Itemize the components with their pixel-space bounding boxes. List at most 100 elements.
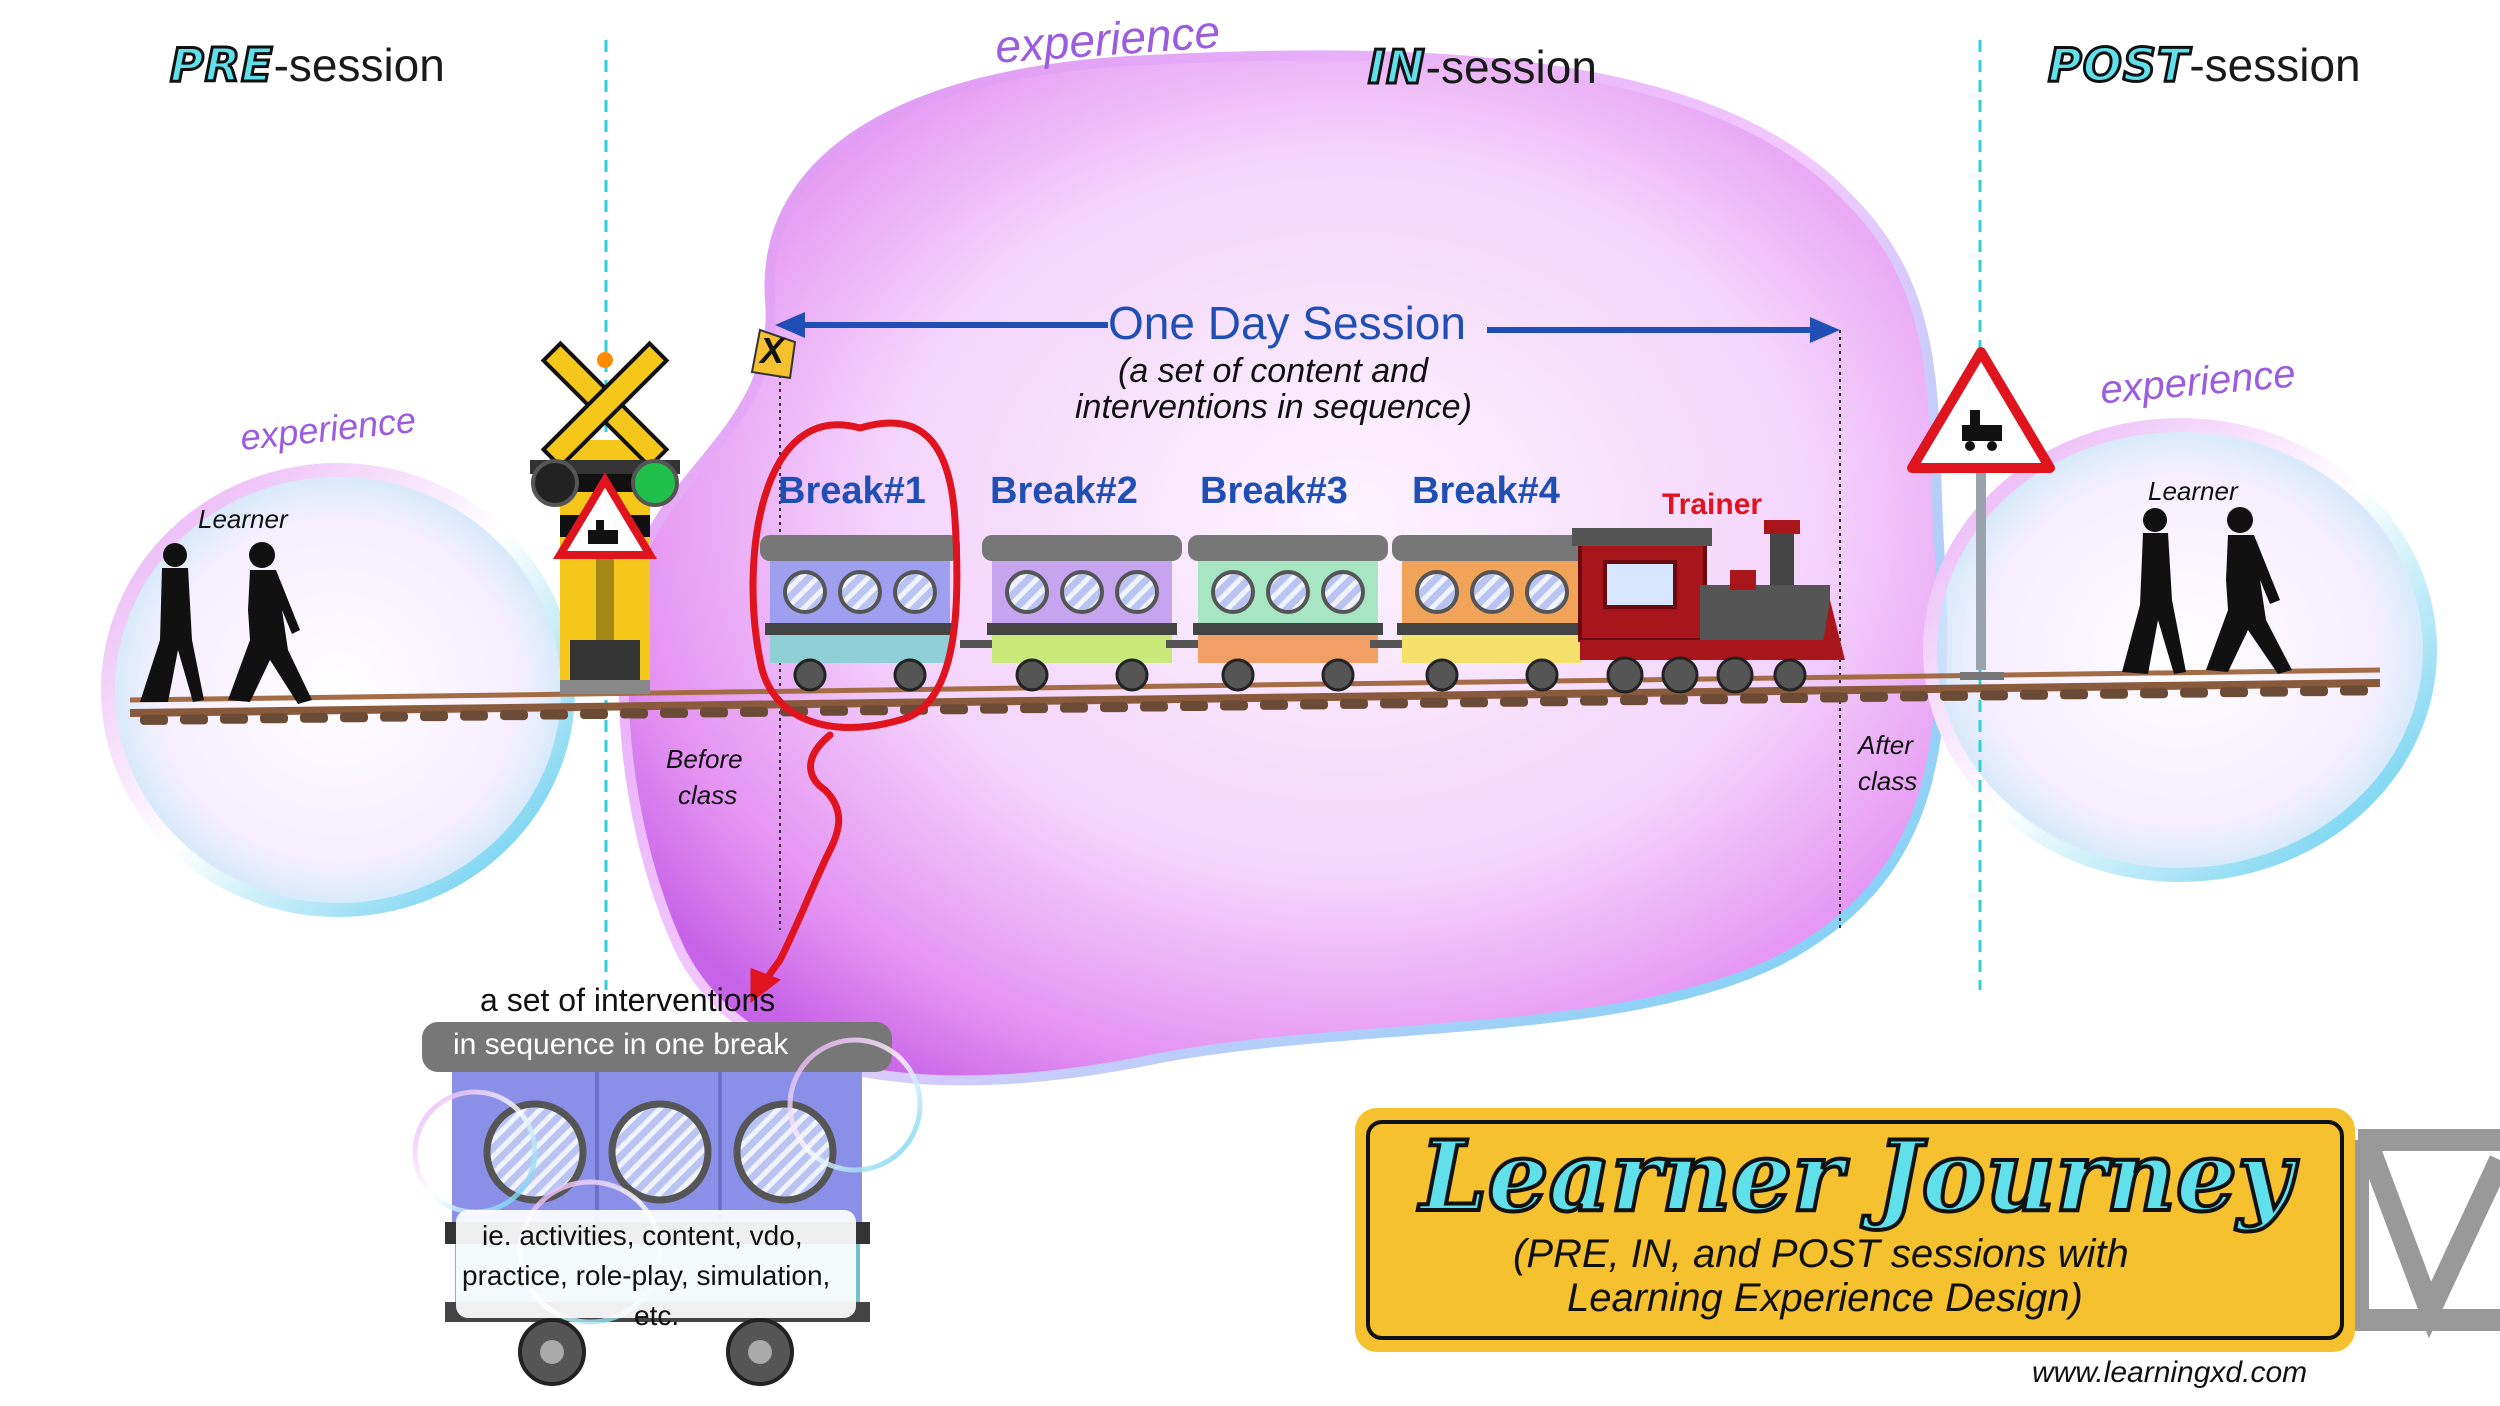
card-subtitle-line2: Learning Experience Design)	[1567, 1276, 2083, 1320]
track-sleeper	[940, 704, 968, 715]
in-rest: -session	[1425, 41, 1597, 93]
track-sleeper	[860, 705, 888, 716]
track-sleeper	[2140, 688, 2168, 699]
walking-people-icon	[140, 542, 312, 704]
session-start-marker	[750, 328, 797, 380]
card-subtitle-line1: (PRE, IN, and POST sessions with	[1513, 1232, 2129, 1276]
track-sleeper	[2340, 685, 2368, 696]
track-sleeper	[2100, 688, 2128, 699]
before-class-line1: Before	[666, 744, 743, 774]
detail-examples-line1: ie. activities, content, vdo,	[482, 1220, 803, 1251]
track-sleeper	[1740, 693, 1768, 704]
track-sleeper	[340, 712, 368, 723]
pre-emphasis: PRE	[169, 37, 275, 94]
post-session-title: POST-session	[2046, 37, 2361, 94]
track-sleeper	[1940, 690, 1968, 701]
track-sleeper	[2260, 686, 2288, 697]
track-sleeper	[140, 714, 168, 725]
track-sleeper	[980, 703, 1008, 714]
trainer-label: Trainer	[1662, 488, 1763, 521]
track-sleeper	[1420, 697, 1448, 708]
track-sleeper	[420, 711, 448, 722]
walking-people-icon	[2122, 507, 2292, 674]
track-sleeper	[220, 713, 248, 724]
in-emphasis: IN	[1367, 39, 1427, 96]
learner-label-pre: Learner	[198, 504, 288, 534]
track-sleeper	[1500, 696, 1528, 707]
track-sleeper	[2300, 686, 2328, 697]
track-sleeper	[1060, 702, 1088, 713]
track-sleeper	[1220, 700, 1248, 711]
break-car-3	[1166, 535, 1388, 692]
track-sleepers	[140, 685, 2368, 725]
track-sleeper	[1300, 699, 1328, 710]
in-session-title: IN-session	[1367, 39, 1597, 96]
session-start-marker-label: X	[760, 330, 785, 371]
session-title: One Day Session	[1108, 297, 1466, 349]
track-sleeper	[1820, 692, 1848, 703]
break-label-1: Break#1	[778, 470, 926, 512]
track-sleeper	[1900, 691, 1928, 702]
break-label-2: Break#2	[990, 470, 1138, 512]
pre-rest: -session	[273, 39, 445, 91]
website-url[interactable]: www.learningxd.com	[2032, 1356, 2308, 1389]
track-sleeper	[740, 706, 768, 717]
break-car-4	[1370, 535, 1592, 692]
session-subtitle-line2: interventions in sequence)	[1075, 388, 1472, 426]
break-highlight	[749, 419, 961, 1004]
pre-session-title: PRE-session	[169, 37, 445, 94]
track-sleeper	[1020, 703, 1048, 714]
track-sleeper	[820, 705, 848, 716]
track-sleeper	[620, 708, 648, 719]
track-sleeper	[2020, 689, 2048, 700]
post-emphasis: POST	[2046, 37, 2190, 94]
track-sleeper	[1620, 695, 1648, 706]
break-car-2	[960, 535, 1182, 692]
detail-heading-line2: in sequence in one break	[453, 1028, 789, 1061]
track-sleeper	[540, 709, 568, 720]
session-arrow	[775, 312, 1840, 343]
track-sleeper	[2180, 687, 2208, 698]
track-sleeper	[1580, 695, 1608, 706]
track-sleeper	[1660, 694, 1688, 705]
track-sleeper	[180, 714, 208, 725]
steam-locomotive-icon	[1572, 520, 1845, 694]
railroad-crossing-icon	[530, 340, 680, 694]
break-car-1	[760, 535, 960, 692]
after-class-line2: class	[1858, 766, 1918, 796]
break-label-3: Break#3	[1200, 470, 1348, 512]
detail-examples-line2: practice, role-play, simulation,	[462, 1260, 831, 1291]
before-class-line2: class	[678, 780, 738, 810]
track-sleeper	[260, 713, 288, 724]
pre-session-bubble	[101, 463, 575, 917]
track-sleeper	[460, 710, 488, 721]
session-subtitle-line1: (a set of content and	[1118, 352, 1428, 390]
track-sleeper	[1100, 702, 1128, 713]
track-sleeper	[1180, 701, 1208, 711]
track-sleeper	[580, 709, 608, 719]
track-sleeper	[1540, 696, 1568, 707]
track-sleeper	[1140, 701, 1168, 712]
track-sleeper	[380, 711, 408, 722]
logo-icon	[2347, 1129, 2500, 1339]
track-sleeper	[700, 707, 728, 718]
break-label-4: Break#4	[1412, 470, 1560, 512]
track-sleeper	[660, 707, 688, 718]
post-rest: -session	[2189, 39, 2361, 91]
train-warning-sign-icon	[1907, 347, 2055, 680]
track-sleeper	[500, 710, 528, 721]
track-sleeper	[1260, 699, 1288, 710]
after-class-line1: After	[1858, 730, 1913, 760]
track-sleeper	[1460, 697, 1488, 708]
railway-track	[129, 667, 2381, 717]
track-sleeper	[300, 712, 328, 723]
track-sleeper	[1860, 691, 1888, 702]
learner-label-post: Learner	[2148, 476, 2238, 506]
detail-heading-line1: a set of interventions	[480, 982, 776, 1018]
track-sleeper	[1980, 690, 2008, 701]
title-card	[1355, 1108, 2355, 1352]
track-sleeper	[1780, 693, 1808, 703]
track-sleeper	[1700, 694, 1728, 705]
detail-examples-line3: etc.	[634, 1300, 680, 1331]
card-title: Learner Journey	[1418, 1118, 2295, 1235]
